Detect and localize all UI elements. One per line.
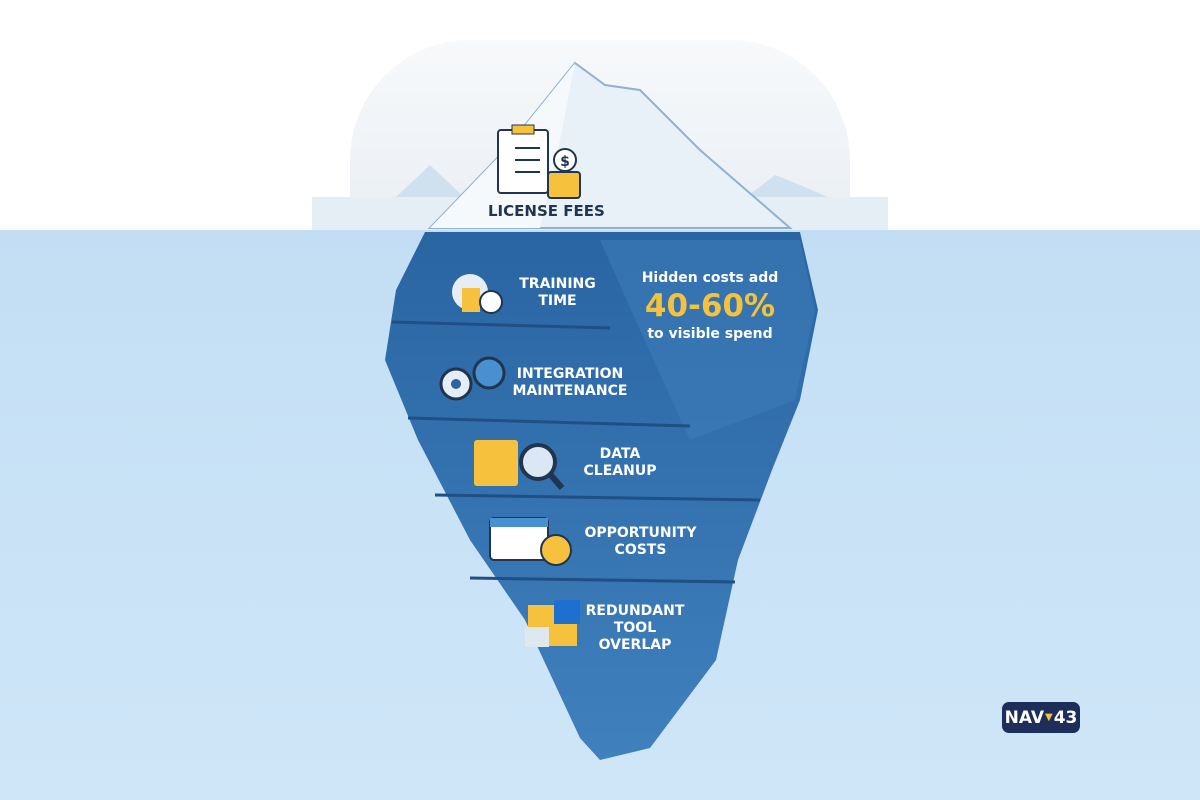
item-label: REDUNDANT TOOL OVERLAP bbox=[585, 603, 685, 653]
hidden-item-training-time: TRAINING TIME bbox=[505, 276, 610, 310]
hidden-costs-callout: Hidden costs add 40-60% to visible spend bbox=[620, 270, 800, 342]
iceberg-facet bbox=[600, 240, 815, 440]
logo-right: 43 bbox=[1053, 707, 1078, 728]
band-dividers bbox=[391, 320, 761, 584]
hidden-item-redundant-tool-overlap: REDUNDANT TOOL OVERLAP bbox=[580, 603, 690, 654]
gears-icon bbox=[439, 356, 506, 401]
item-label: INTEGRATION MAINTENANCE bbox=[512, 366, 628, 399]
logo-left: NAV bbox=[1004, 707, 1044, 728]
callout-line1: Hidden costs add bbox=[641, 270, 779, 286]
callout-line2: to visible spend bbox=[647, 326, 773, 342]
training-time-icon bbox=[452, 274, 503, 314]
small-iceberg-right bbox=[745, 175, 830, 198]
item-label: TRAINING TIME bbox=[519, 276, 596, 309]
callout-value: 40-60% bbox=[644, 288, 776, 324]
dollar-sign: $ bbox=[560, 154, 570, 170]
small-iceberg-left bbox=[395, 165, 465, 198]
hidden-item-data-cleanup: DATA CLEANUP bbox=[565, 446, 675, 480]
nav43-logo: NAV▼43 bbox=[1002, 702, 1080, 733]
item-label: DATA CLEANUP bbox=[583, 446, 657, 479]
hidden-item-integration-maintenance: INTEGRATION MAINTENANCE bbox=[505, 366, 635, 400]
hidden-item-opportunity-costs: OPPORTUNITY COSTS bbox=[578, 525, 703, 559]
folder-search-icon bbox=[474, 440, 565, 490]
logo-chevron: ▼ bbox=[1045, 712, 1053, 723]
calendar-dollar-icon bbox=[489, 517, 572, 566]
visible-cost-label: LICENSE FEES bbox=[488, 202, 605, 220]
puzzle-icon bbox=[525, 600, 580, 647]
clipboard-dollar-icon bbox=[497, 124, 581, 199]
item-label: OPPORTUNITY COSTS bbox=[584, 525, 697, 558]
